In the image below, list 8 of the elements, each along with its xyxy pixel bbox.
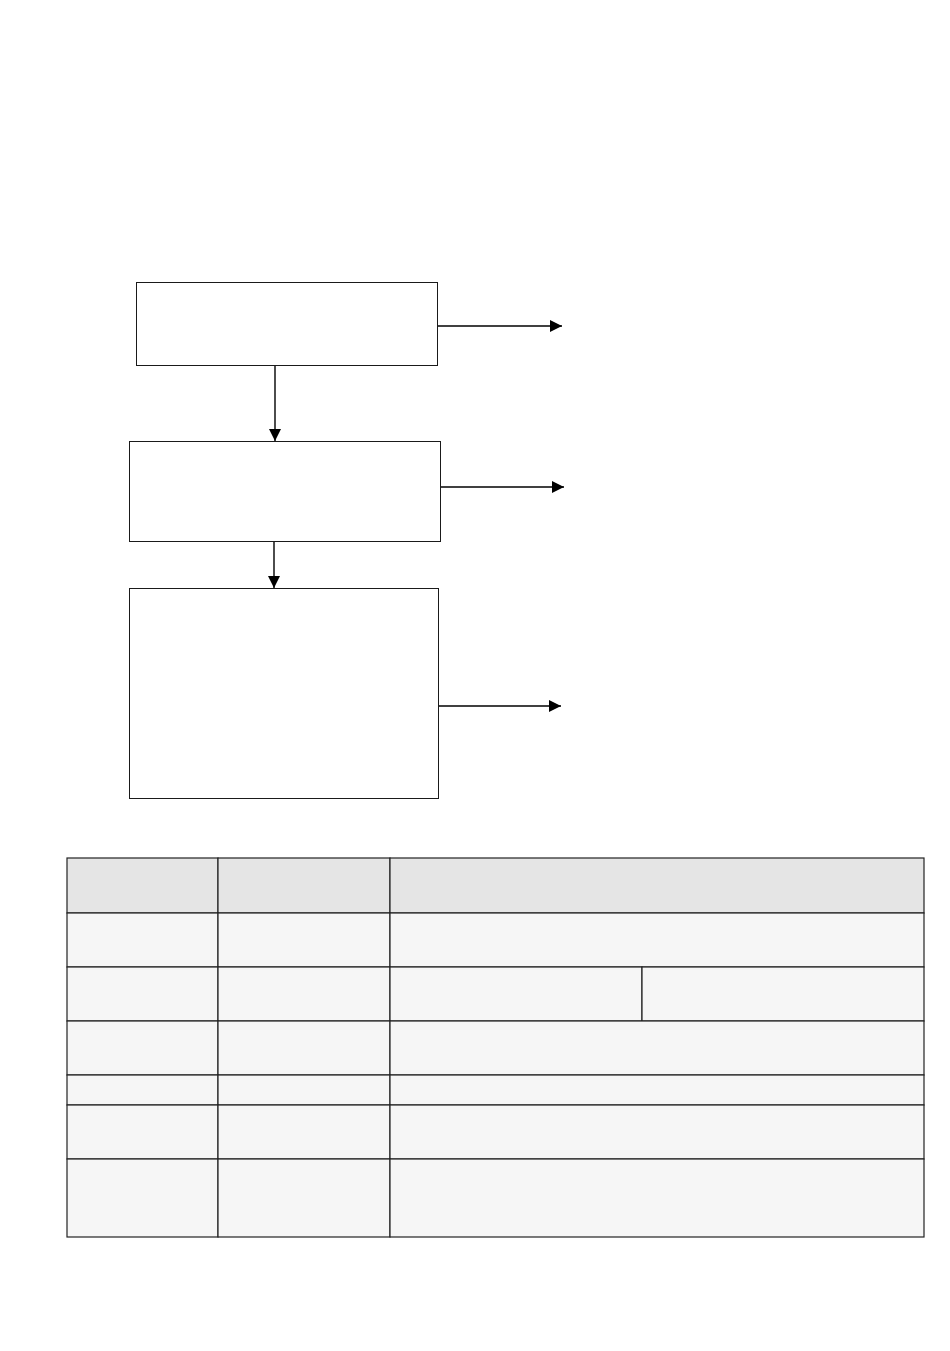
process-box bbox=[136, 282, 438, 366]
arrow bbox=[437, 320, 563, 332]
process-box bbox=[129, 441, 441, 542]
process-box bbox=[129, 588, 439, 799]
arrow bbox=[438, 700, 562, 712]
arrow bbox=[440, 481, 565, 493]
arrow bbox=[269, 365, 281, 442]
arrow bbox=[268, 541, 280, 589]
